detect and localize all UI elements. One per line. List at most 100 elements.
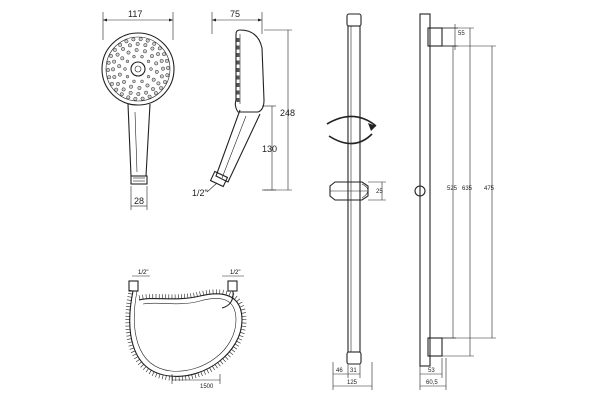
hose-rib [197,372,200,378]
hose-rib [187,293,189,299]
hose-rib [240,328,246,331]
nozzle-hole [119,92,124,97]
hose-rib [225,290,228,296]
hose-rib [168,375,170,381]
hose-rib [226,353,231,358]
nozzle-hole [109,81,114,86]
nozzle-hole [138,37,143,42]
nozzle-hole [150,46,155,51]
dim-grip-length: 130 [262,105,277,191]
nozzle-hole [165,73,170,78]
hose-rib [126,306,132,308]
dim-side-width: 75 [211,9,263,34]
rotation-arrow-icon [326,115,377,145]
grip-profile [215,109,261,183]
hose-rib [145,367,150,373]
profile-635-label: 635 [462,186,473,192]
side-height-label: 248 [280,108,295,118]
hose-rib [185,375,187,381]
hose-rib [240,308,246,311]
nozzle-hole [143,49,147,54]
nozzle-hole [156,81,161,86]
nozzle-hole [125,74,130,79]
hose-rib [127,341,133,344]
nozzle-hole [159,58,164,63]
nozzle-hole [163,80,167,85]
head-width-label: 117 [128,9,142,19]
hose-rib [228,291,231,297]
hose-ribs [125,289,247,381]
nozzle-hole [147,94,152,99]
hose-rib [237,301,243,305]
side-nozzle [236,53,240,57]
nozzle-hole [115,52,120,57]
hose-right-nut [227,280,238,292]
bar-bottom-left-label: 46 [336,368,343,374]
nozzle-hole [164,58,169,63]
hose-rib [234,343,240,347]
hose-rib [217,362,221,367]
profile-525-label: 525 [447,186,458,192]
head-profile [234,29,265,113]
nozzle-hole [117,64,122,69]
hose-rib [222,289,224,295]
nozzle-hole [149,67,153,71]
nozzle-hole [112,75,117,80]
bar-profile-rail [419,13,431,367]
nozzle-hole [151,87,155,91]
rail [347,25,361,353]
hose-rib [200,371,203,377]
hose-rib [241,325,247,327]
center-nozzle [130,61,146,77]
profile-top-label: 55 [458,31,465,37]
dim-side-height: 248 [264,29,295,191]
hose-outer [129,290,243,377]
nozzle-hole [133,96,138,101]
nozzle-hole [129,84,134,89]
nozzle-hole [132,79,136,84]
profile-475-label: 475 [484,186,495,192]
hose-rib [132,353,138,357]
hose-rib [193,292,195,298]
side-nozzle-pattern [236,38,240,102]
hose-rib [239,305,245,308]
nozzle-hole [151,77,156,82]
nozzle-hole [146,59,151,64]
nozzle-hole [128,90,133,95]
hose-rib [128,344,134,347]
hose-rib [126,335,132,337]
hose-rib [138,295,141,301]
dim-profile-635: 635 [442,27,474,357]
nozzle-hole [145,83,150,88]
hose-rib [155,372,158,378]
hose-rib [128,289,134,292]
profile-bottom-b-label: 60,5 [426,380,438,386]
side-nozzle [236,75,240,80]
hose-inner [134,290,237,372]
nozzle-hole [112,47,117,52]
hose-rib [211,365,215,371]
hose-rib [203,369,206,375]
hose-rib [138,361,143,365]
dim-profile-525: 525 [442,45,458,339]
dim-bar-bottom: 46 31 125 [332,362,373,390]
nozzle-hole [136,92,141,96]
nozzle-hole [152,41,157,46]
hose-rib [232,346,238,350]
hose-rib [222,358,226,363]
nozzle-hole [121,87,126,92]
hose-rib [161,374,164,380]
hose-rib [140,363,145,368]
side-nozzle [236,90,240,95]
hose-rib [127,293,133,295]
hose-rib [237,337,243,341]
bar-bottom-total-label: 125 [347,380,358,386]
nozzle-hole [161,66,165,71]
side-thread [209,170,229,188]
hose-rib [231,293,235,299]
hose-rib [209,289,211,295]
nozzle-hole [135,42,140,46]
nozzle-hole [154,61,159,66]
nozzle-hole [166,66,170,70]
hose-rib [228,351,234,355]
